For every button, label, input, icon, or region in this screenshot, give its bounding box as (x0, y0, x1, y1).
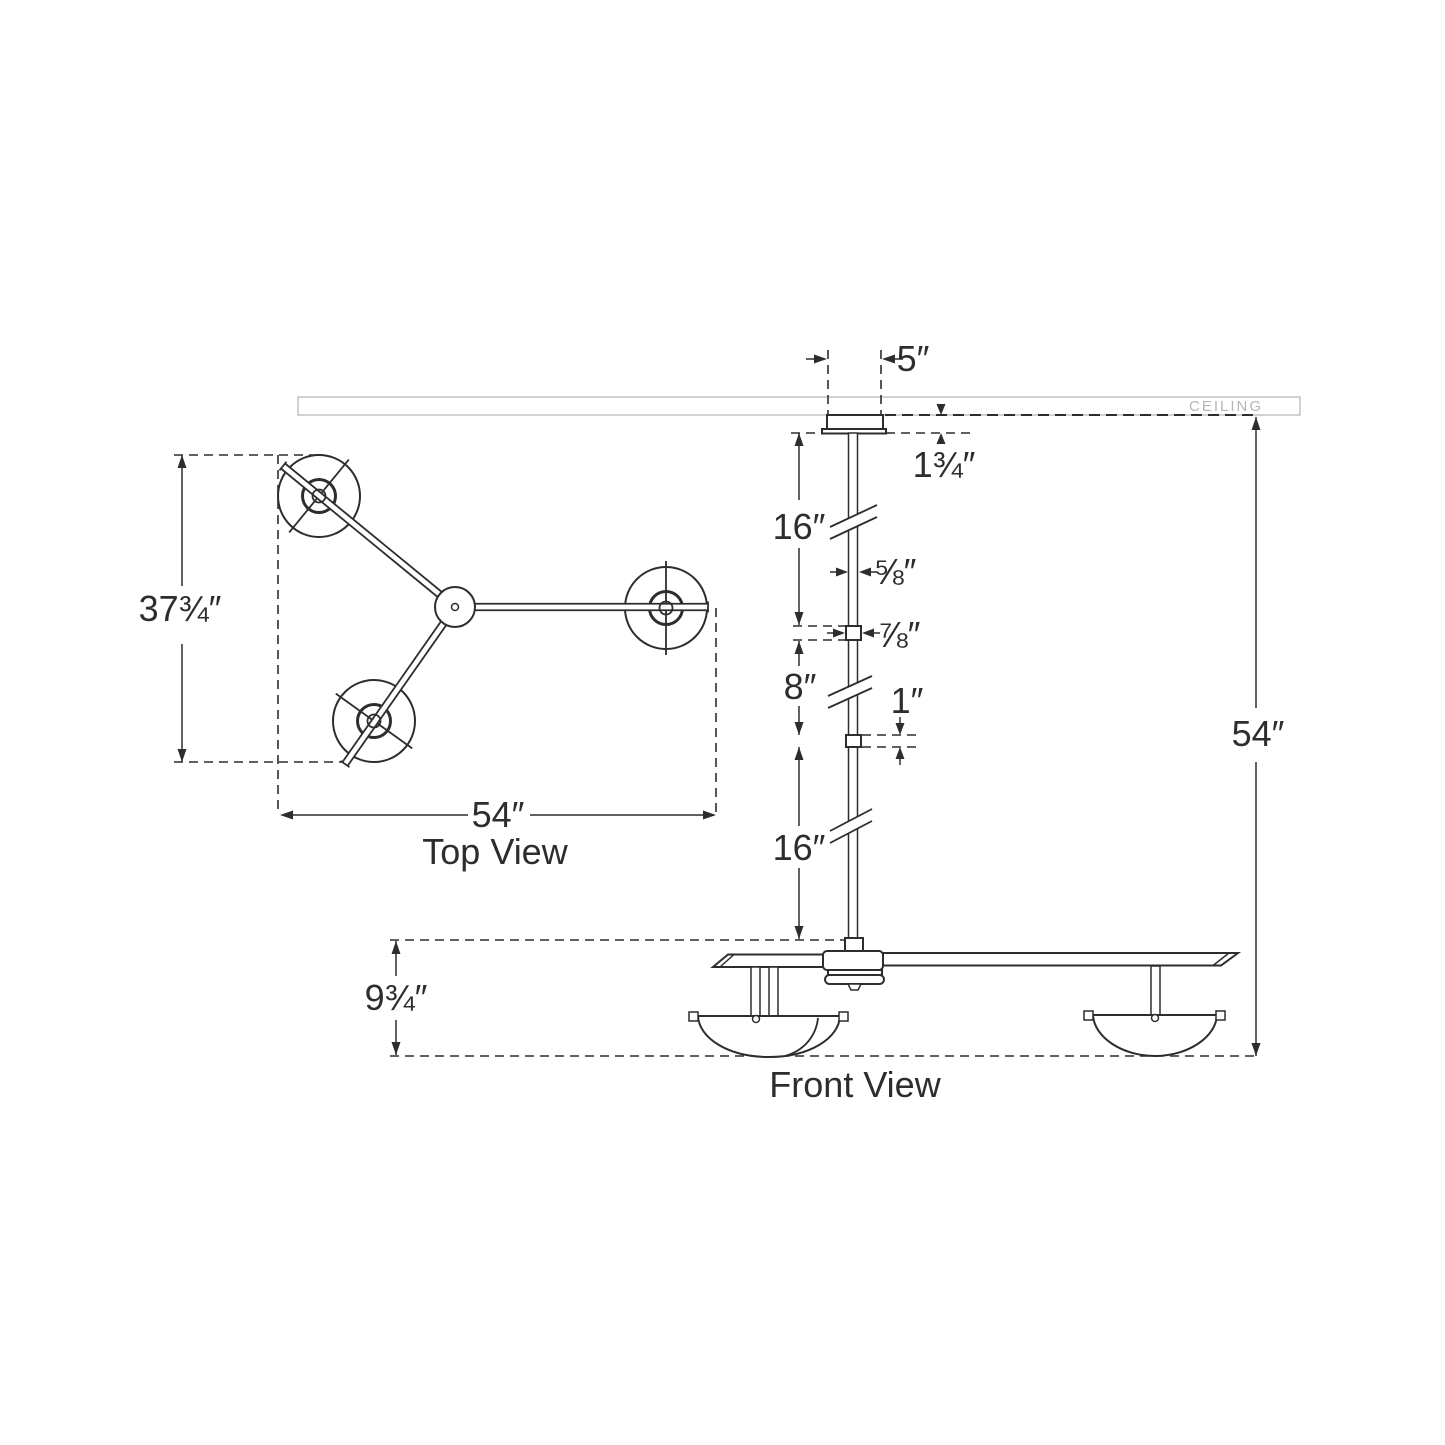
front-view-arms (710, 952, 1242, 968)
dim-overall-height-label: 54″ (1232, 713, 1285, 754)
right-shade-front (1083, 965, 1226, 1058)
front-view-title: Front View (769, 1064, 941, 1105)
stem-collar (844, 937, 864, 952)
top-view-hub (434, 586, 476, 628)
upper-shade-socket (311, 488, 327, 504)
dimension-canopy-height: 1¾″ (913, 404, 976, 485)
top-view-title: Top View (422, 831, 568, 872)
dimension-coupler-height: 1″ (891, 680, 924, 765)
dim-body-height-label: 9¾″ (365, 977, 428, 1018)
dimension-top-view-depth: 37¾″ (139, 455, 222, 762)
dim-canopy-width-label: 5″ (897, 338, 930, 379)
dim-rod-diameter-label: ⅝″ (874, 551, 917, 592)
dimension-upper-rod: 16″ (773, 433, 826, 625)
dim-lower-rod-label: 16″ (773, 827, 826, 868)
front-view-hub-block (822, 950, 884, 971)
dim-width-label: 54″ (472, 794, 525, 835)
dimension-rod-diameter: ⅝″ (830, 551, 917, 592)
stem-coupler-lower (845, 734, 862, 748)
dim-coupler-height-label: 1″ (891, 680, 924, 721)
center-shade-front (824, 969, 885, 991)
dimension-top-view-width: 54″ (280, 794, 716, 835)
dimension-coupler-width: ⅞″ (827, 614, 921, 655)
stem-break-marks (827, 504, 878, 844)
dim-depth-label: 37¾″ (139, 588, 222, 629)
dimension-canopy-width: 5″ (806, 338, 930, 379)
ceiling-band: CEILING (297, 396, 1301, 417)
dimension-lower-rod: 16″ (773, 747, 826, 939)
ceiling-label: CEILING (1189, 398, 1263, 415)
stem-coupler-upper (845, 625, 862, 641)
dimension-body-height: 9¾″ (365, 941, 428, 1055)
dim-middle-rod-label: 8″ (784, 666, 817, 707)
left-shade-front (688, 966, 849, 1059)
top-view-arms (278, 461, 709, 768)
front-view: 5″ 1¾″ 16″ ⅝″ ⅞″ (365, 338, 1285, 1105)
ceiling-label-gap (1192, 398, 1260, 414)
dim-canopy-height-label: 1¾″ (913, 444, 976, 485)
dimension-overall-height: 54″ (1232, 417, 1285, 1056)
dimension-middle-rod: 8″ (784, 641, 817, 735)
right-shade-socket (658, 600, 674, 616)
dim-coupler-width-label: ⅞″ (878, 614, 921, 655)
dim-upper-rod-label: 16″ (773, 506, 826, 547)
lower-shade-socket (366, 713, 382, 729)
front-view-canopy (821, 414, 887, 435)
top-view: 37¾″ 54″ Top View (139, 454, 717, 872)
